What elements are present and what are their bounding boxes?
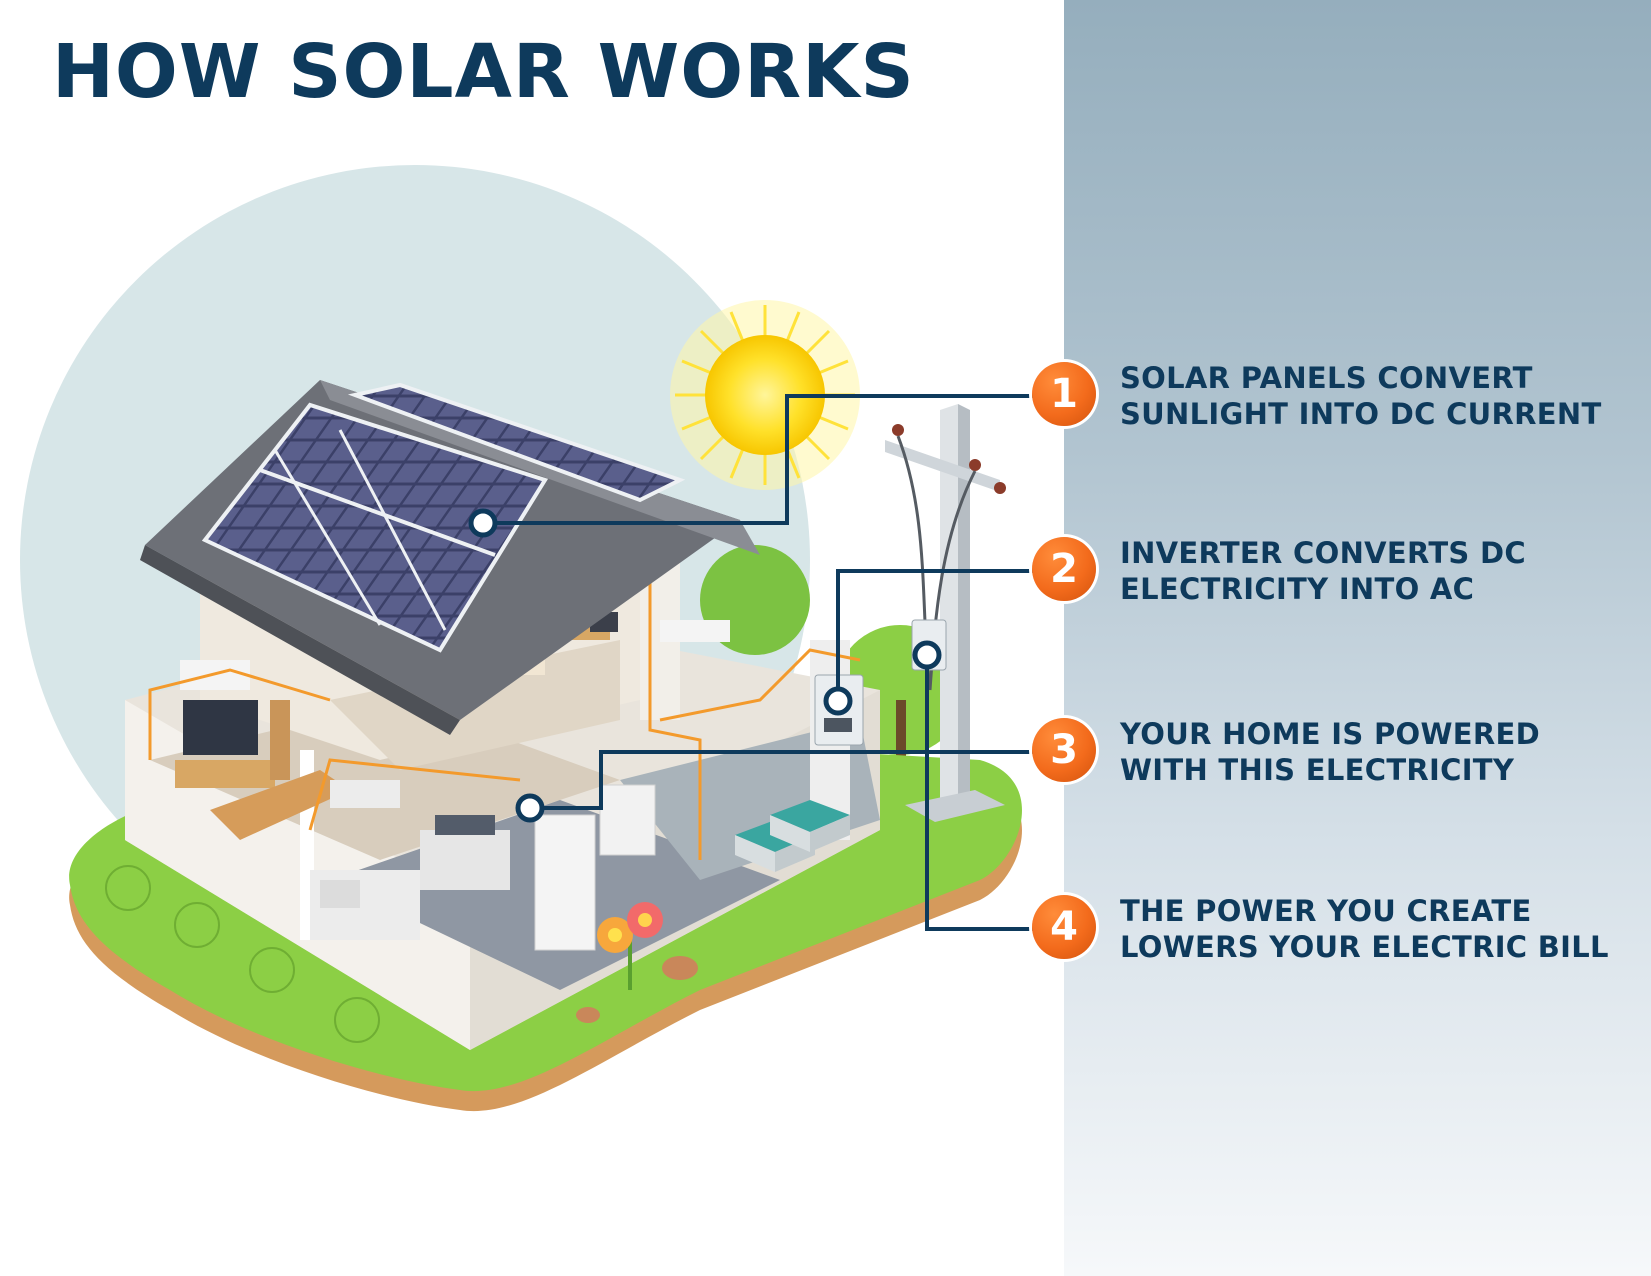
callout-dot-2 (823, 686, 853, 716)
step-1: 1 SOLAR PANELS CONVERT SUNLIGHT INTO DC … (1032, 360, 1632, 440)
connector-3 (530, 750, 1040, 810)
step-description: YOUR HOME IS POWERED WITH THIS ELECTRICI… (1120, 716, 1620, 788)
step-line: INVERTER CONVERTS DC (1120, 536, 1526, 570)
step-line: SUNLIGHT INTO DC CURRENT (1120, 397, 1602, 431)
step-2: 2 INVERTER CONVERTS DC ELECTRICITY INTO … (1032, 535, 1632, 615)
step-line: LOWERS YOUR ELECTRIC BILL (1120, 930, 1609, 964)
callout-dot-4 (912, 640, 942, 670)
connector-4 (925, 655, 1040, 931)
connector-2 (836, 569, 1040, 701)
connector-1 (483, 394, 1040, 525)
flower-icon (576, 902, 698, 1023)
step-3: 3 YOUR HOME IS POWERED WITH THIS ELECTRI… (1032, 716, 1632, 796)
utility-pole-icon (885, 404, 1006, 822)
step-description: SOLAR PANELS CONVERT SUNLIGHT INTO DC CU… (1120, 360, 1620, 432)
step-line: ELECTRICITY INTO AC (1120, 572, 1475, 606)
bush-icon (105, 865, 380, 1043)
step-number-badge: 1 (1032, 362, 1096, 426)
solar-panel-icon (201, 382, 686, 653)
step-line: SOLAR PANELS CONVERT (1120, 361, 1533, 395)
page-title: HOW SOLAR WORKS (52, 29, 915, 115)
callout-dot-3 (515, 793, 545, 823)
step-line: YOUR HOME IS POWERED (1120, 717, 1540, 751)
step-number-badge: 4 (1032, 895, 1096, 959)
callout-connectors (483, 394, 1040, 931)
step-line: WITH THIS ELECTRICITY (1120, 753, 1515, 787)
battery-icon (735, 800, 850, 872)
step-description: INVERTER CONVERTS DC ELECTRICITY INTO AC (1120, 535, 1620, 607)
step-description: THE POWER YOU CREATE LOWERS YOUR ELECTRI… (1120, 893, 1620, 965)
step-4: 4 THE POWER YOU CREATE LOWERS YOUR ELECT… (1032, 893, 1632, 973)
step-number-badge: 2 (1032, 537, 1096, 601)
callout-dot-1 (468, 508, 498, 538)
step-number-badge: 3 (1032, 718, 1096, 782)
sun-icon (670, 300, 860, 490)
right-panel-background (1064, 0, 1651, 1276)
step-line: THE POWER YOU CREATE (1120, 894, 1532, 928)
callout-dots (468, 508, 942, 823)
